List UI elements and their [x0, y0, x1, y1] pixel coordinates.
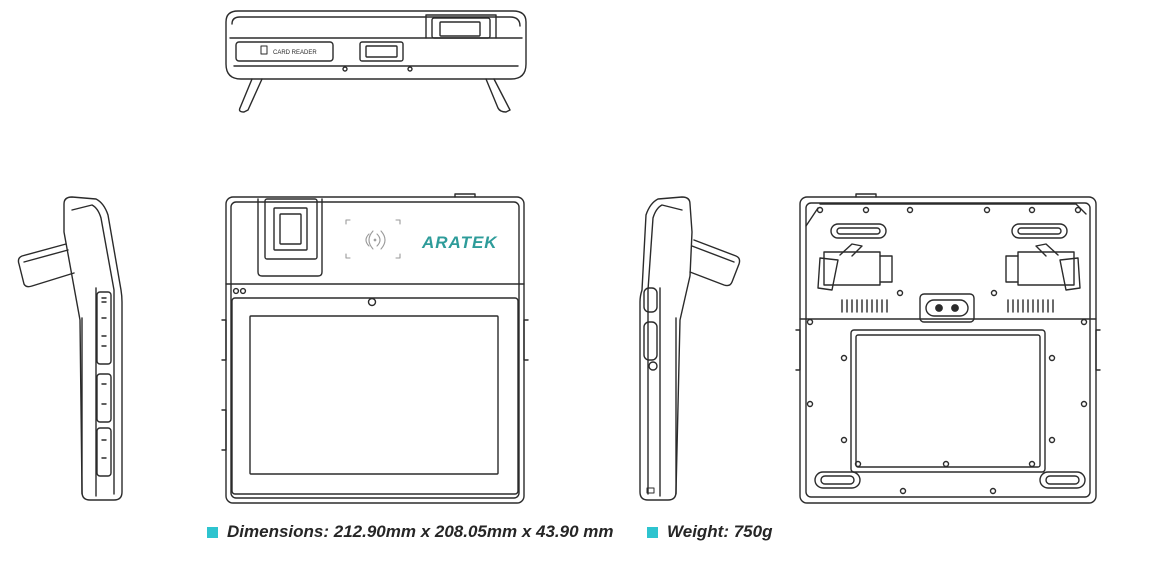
speaker-grille-left	[841, 299, 888, 313]
back-stand-hinges	[817, 243, 1081, 291]
left-side-view	[17, 196, 123, 501]
front-view: ARATEK	[221, 193, 529, 504]
weight-label: Weight: 750g	[667, 522, 773, 541]
back-screws	[806, 206, 1088, 495]
top-view: CARD READER	[225, 10, 527, 113]
weight-spec: Weight: 750g	[647, 519, 772, 545]
fingerprint-module-top	[425, 14, 497, 39]
display-screen	[249, 315, 499, 475]
nfc-contactless-icon	[345, 219, 401, 259]
right-stand-leg	[689, 239, 741, 287]
spec-bullet	[647, 526, 658, 538]
speaker-grille-right	[1007, 299, 1054, 313]
fingerprint-sensor	[257, 198, 323, 277]
back-view	[795, 193, 1101, 504]
top-port	[359, 41, 404, 62]
right-side-view	[639, 196, 741, 501]
back-connector	[919, 293, 975, 323]
back-upper-slots	[830, 223, 1068, 239]
spec-bullet	[207, 526, 218, 538]
dimensions-spec: Dimensions: 212.90mm x 208.05mm x 43.90 …	[207, 519, 614, 545]
card-reader-slot: CARD READER	[235, 41, 334, 62]
front-camera	[367, 297, 377, 307]
left-stand-leg	[17, 243, 75, 288]
card-reader-label: CARD READER	[273, 50, 317, 56]
brand-logo: ARATEK	[421, 233, 498, 252]
left-side-ports	[96, 291, 112, 477]
battery-cover	[850, 329, 1046, 473]
dimensions-label: Dimensions: 212.90mm x 208.05mm x 43.90 …	[227, 522, 614, 541]
top-stand-legs	[238, 78, 511, 113]
display-bezel	[231, 297, 519, 495]
right-side-buttons	[643, 287, 658, 494]
back-lower-slots	[814, 471, 1086, 489]
